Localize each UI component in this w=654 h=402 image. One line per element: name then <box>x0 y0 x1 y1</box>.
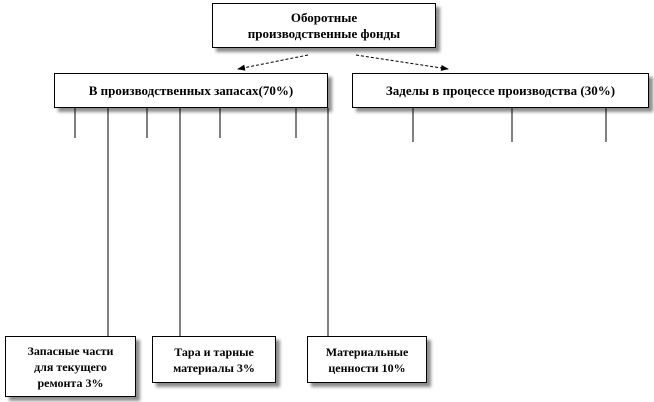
spare-parts-line3: ремонта 3% <box>37 375 104 390</box>
production-stock-box: В производственных запасах(70%) <box>54 73 328 108</box>
material-values-box: Материальные ценности 10% <box>307 336 427 383</box>
spare-parts-line2: для текущего <box>34 359 107 374</box>
packaging-line2: материалы 3% <box>173 360 255 375</box>
arrow-to-left-box <box>237 54 309 71</box>
work-in-progress-label: Заделы в процессе производства (30%) <box>385 82 616 98</box>
root-node-box: Оборотные производственные фонды <box>212 3 436 48</box>
packaging-line1: Тара и тарные <box>174 344 254 359</box>
packaging-box: Тара и тарные материалы 3% <box>152 336 276 383</box>
arrow-to-right-box <box>355 54 449 71</box>
material-values-line1: Материальные <box>325 344 409 359</box>
root-node-line1: Оборотные <box>290 9 358 25</box>
material-values-line2: ценности 10% <box>328 360 406 375</box>
root-node-line2: производственные фонды <box>247 25 401 41</box>
production-stock-label: В производственных запасах(70%) <box>88 82 294 98</box>
spare-parts-line1: Запасные части <box>27 343 114 358</box>
spare-parts-box: Запасные части для текущего ремонта 3% <box>5 336 136 397</box>
work-in-progress-box: Заделы в процессе производства (30%) <box>352 73 649 108</box>
